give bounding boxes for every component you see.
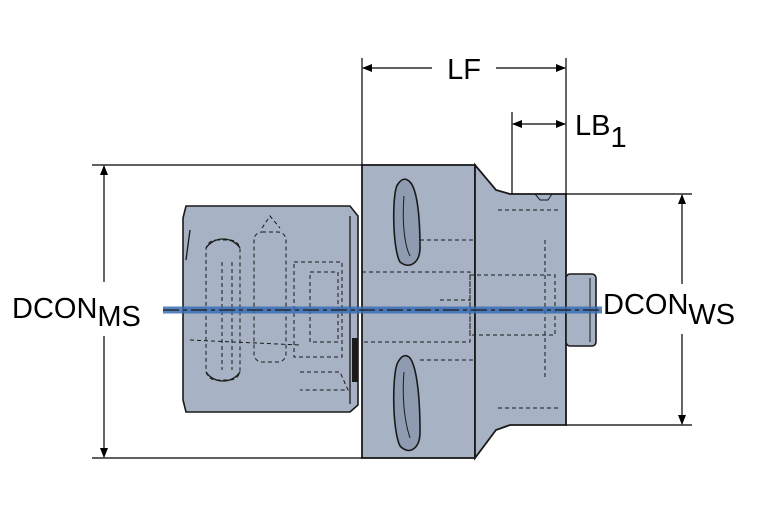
dimension-dcon-ws: DCONWS: [566, 193, 735, 426]
dimension-dcon-ms: DCONMS: [12, 164, 362, 459]
drive-slot-upper: [392, 178, 421, 266]
dimension-lf: LF: [361, 54, 567, 194]
dcon-ms-label: DCONMS: [12, 293, 141, 333]
drive-slot-lower: [392, 354, 421, 452]
lb1-label: LB1: [575, 110, 627, 154]
dcon-ws-label: DCONWS: [603, 289, 735, 331]
lf-label: LF: [447, 54, 481, 86]
dimension-lb1: LB1: [511, 110, 627, 194]
